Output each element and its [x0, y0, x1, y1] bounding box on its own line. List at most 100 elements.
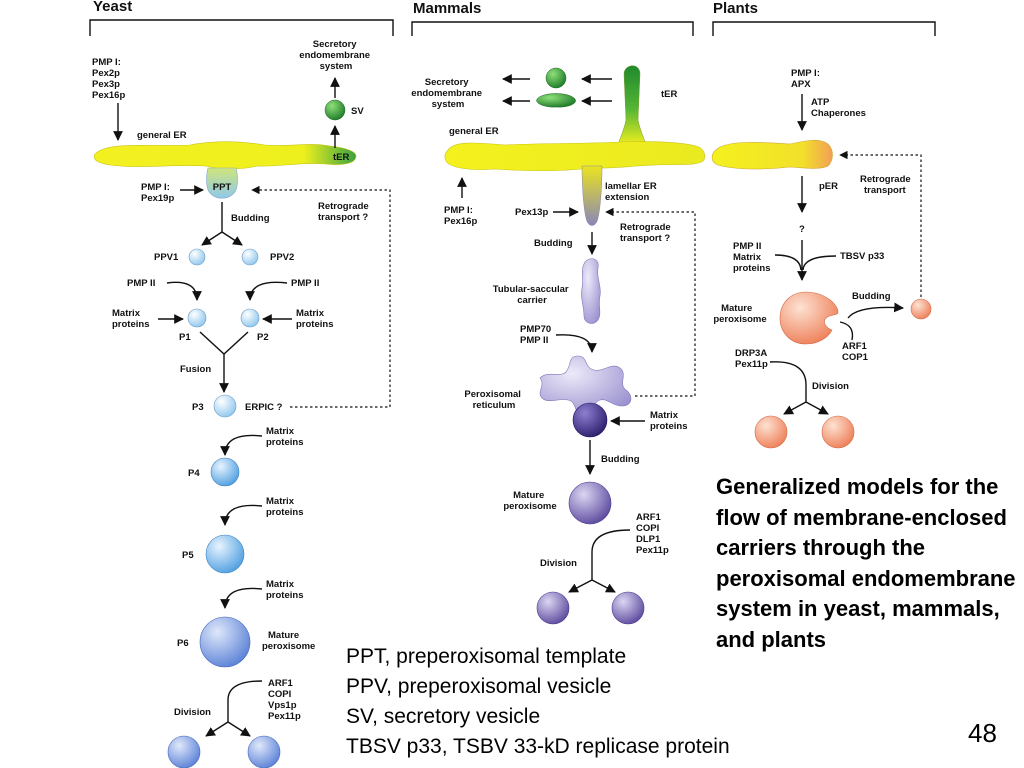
plants-pmp2-curve	[774, 254, 802, 271]
mammals-daughter-peroxisome-left	[536, 591, 570, 625]
panel-headers: Yeast Mammals Plants	[89, 0, 936, 36]
mammals-peroxisomal-reticulum	[539, 355, 632, 415]
mammals-pex13-label: Pex13p	[515, 207, 548, 218]
yeast-division-right-arrow	[227, 721, 251, 737]
yeast-header: Yeast	[93, 0, 132, 15]
mammals-budding2-label: Budding	[601, 454, 640, 465]
yeast-pmp2-right-label: PMP II	[291, 278, 319, 289]
mammals-division-factors-label: ARF1 COPI DLP1 Pex11p	[636, 512, 669, 556]
yeast-ppt	[206, 167, 238, 199]
mammals-mature-peroxisome	[568, 481, 612, 525]
mammals-pmp70-arrow	[555, 334, 597, 353]
yeast-p2	[240, 308, 260, 328]
legend-item: PPT, preperoxisomal template	[346, 645, 627, 668]
figure-caption: Generalized models for the flow of membr…	[716, 474, 1016, 652]
mammals-pmp70-label: PMP70 PMP II	[520, 324, 554, 346]
yeast-p3-label: P3	[192, 402, 204, 413]
mammals-secretory-carrier	[536, 93, 576, 108]
plants-tbsv-curve	[802, 255, 837, 271]
plants-retrograde-dashed-arrow	[839, 150, 922, 297]
plants-arf-label: ARF1 COP1	[842, 341, 869, 363]
mammals-division-label: Division	[540, 558, 577, 569]
plants-per	[711, 139, 833, 170]
yeast-erpic-label: ERPIC ?	[245, 402, 283, 413]
yeast-p4	[210, 457, 240, 487]
plants-budding-arrow	[847, 302, 904, 319]
yeast-ppv2	[241, 248, 259, 266]
plants-atp-label: ATP Chaperones	[811, 97, 866, 119]
mammals-panel: Secretory endomembrane system tER genera…	[411, 65, 706, 625]
yeast-fusion-lines	[199, 331, 249, 355]
plants-panel: PMP I: APX ATP Chaperones pER Retrograde…	[711, 68, 932, 449]
plants-arf-curve	[839, 321, 854, 341]
yeast-ppv1-label: PPV1	[154, 252, 179, 263]
mammals-ter-stalk	[617, 65, 647, 146]
yeast-matrix-left-label: Matrix proteins	[112, 308, 149, 330]
yeast-p3	[213, 394, 237, 418]
yeast-p6-label: P6	[177, 638, 189, 649]
plants-mature-label: Mature peroxisome	[713, 303, 766, 325]
plants-mature-peroxisome	[779, 291, 839, 345]
yeast-pmp2-right-arrow	[245, 281, 288, 301]
yeast-division-left-arrow	[205, 721, 229, 737]
plants-question-label: ?	[799, 224, 805, 235]
plants-header: Plants	[713, 0, 758, 17]
plants-per-label: pER	[819, 181, 838, 192]
yeast-matrix-p4-arrow	[220, 504, 263, 526]
yeast-panel: PPT PMP I: Pex2p Pex3p Pex16p general ER…	[92, 39, 391, 768]
yeast-header-bracket	[89, 19, 394, 36]
mammals-general-er	[444, 141, 706, 172]
mammals-matrix-label: Matrix proteins	[650, 410, 687, 432]
yeast-budding-label: Budding	[231, 213, 270, 224]
yeast-retrograde-label: Retrograde transport ?	[318, 201, 371, 223]
mammals-retrograde-label: Retrograde transport ?	[620, 222, 673, 244]
yeast-budding-left-arrow	[201, 231, 223, 246]
yeast-retrograde-dashed-arrow	[251, 185, 391, 408]
yeast-general-er	[93, 141, 357, 170]
yeast-secretory-vesicle	[324, 99, 346, 121]
abbreviation-legend: PPT, preperoxisomal template PPV, preper…	[346, 642, 730, 762]
yeast-matrix-p3-arrow	[220, 434, 263, 456]
mammals-header: Mammals	[413, 0, 481, 17]
mammals-header-bracket	[411, 21, 694, 36]
mammals-lamellar-er	[581, 165, 603, 226]
yeast-division-stem	[227, 680, 263, 722]
legend-item: TBSV p33, TSBV 33-kD replicase protein	[346, 735, 730, 758]
plants-retrograde-label: Retrograde transport	[860, 174, 913, 196]
mammals-budding1-label: Budding	[534, 238, 573, 249]
plants-pmp1-label: PMP I: APX	[791, 68, 823, 90]
yeast-pmp2-left-arrow	[166, 281, 202, 301]
plants-division-right-arrow	[805, 401, 829, 415]
yeast-p2-label: P2	[257, 332, 269, 343]
yeast-p5	[205, 534, 245, 574]
yeast-p6	[199, 616, 251, 668]
mammals-general-er-label: general ER	[449, 126, 499, 137]
yeast-ppt-label: PPT	[213, 182, 232, 193]
slide-number: 48	[968, 718, 997, 748]
plants-drp-label: DRP3A Pex11p	[735, 348, 770, 370]
yeast-pmp2-left-label: PMP II	[127, 278, 155, 289]
plants-budded-vesicle	[910, 298, 932, 320]
yeast-daughter-peroxisome-left	[167, 735, 201, 768]
plants-tbsv-label: TBSV p33	[840, 251, 884, 262]
legend-item: PPV, preperoxisomal vesicle	[346, 675, 612, 698]
mammals-tubular-carrier	[581, 258, 601, 324]
yeast-ppv1	[188, 248, 206, 266]
mammals-mature-label: Mature peroxisome	[503, 490, 556, 512]
mammals-division-stem	[591, 529, 631, 580]
mammals-division-left-arrow	[568, 579, 593, 593]
yeast-pmp1-pex19-label: PMP I: Pex19p	[141, 182, 174, 204]
mammals-secretory-label: Secretory endomembrane system	[411, 77, 484, 110]
yeast-matrix-p4-label: Matrix proteins	[266, 496, 303, 518]
yeast-p1	[187, 308, 207, 328]
yeast-fusion-label: Fusion	[180, 364, 211, 375]
plants-daughter-peroxisome-right	[821, 415, 855, 449]
yeast-general-er-label: general ER	[137, 130, 187, 141]
yeast-matrix-p3-label: Matrix proteins	[266, 426, 303, 448]
yeast-sv-label: SV	[351, 106, 364, 117]
yeast-mature-label: Mature peroxisome	[262, 630, 315, 652]
mammals-tubular-label: Tubular-saccular carrier	[493, 284, 572, 306]
plants-header-bracket	[712, 21, 936, 36]
yeast-budding-right-arrow	[221, 231, 243, 246]
